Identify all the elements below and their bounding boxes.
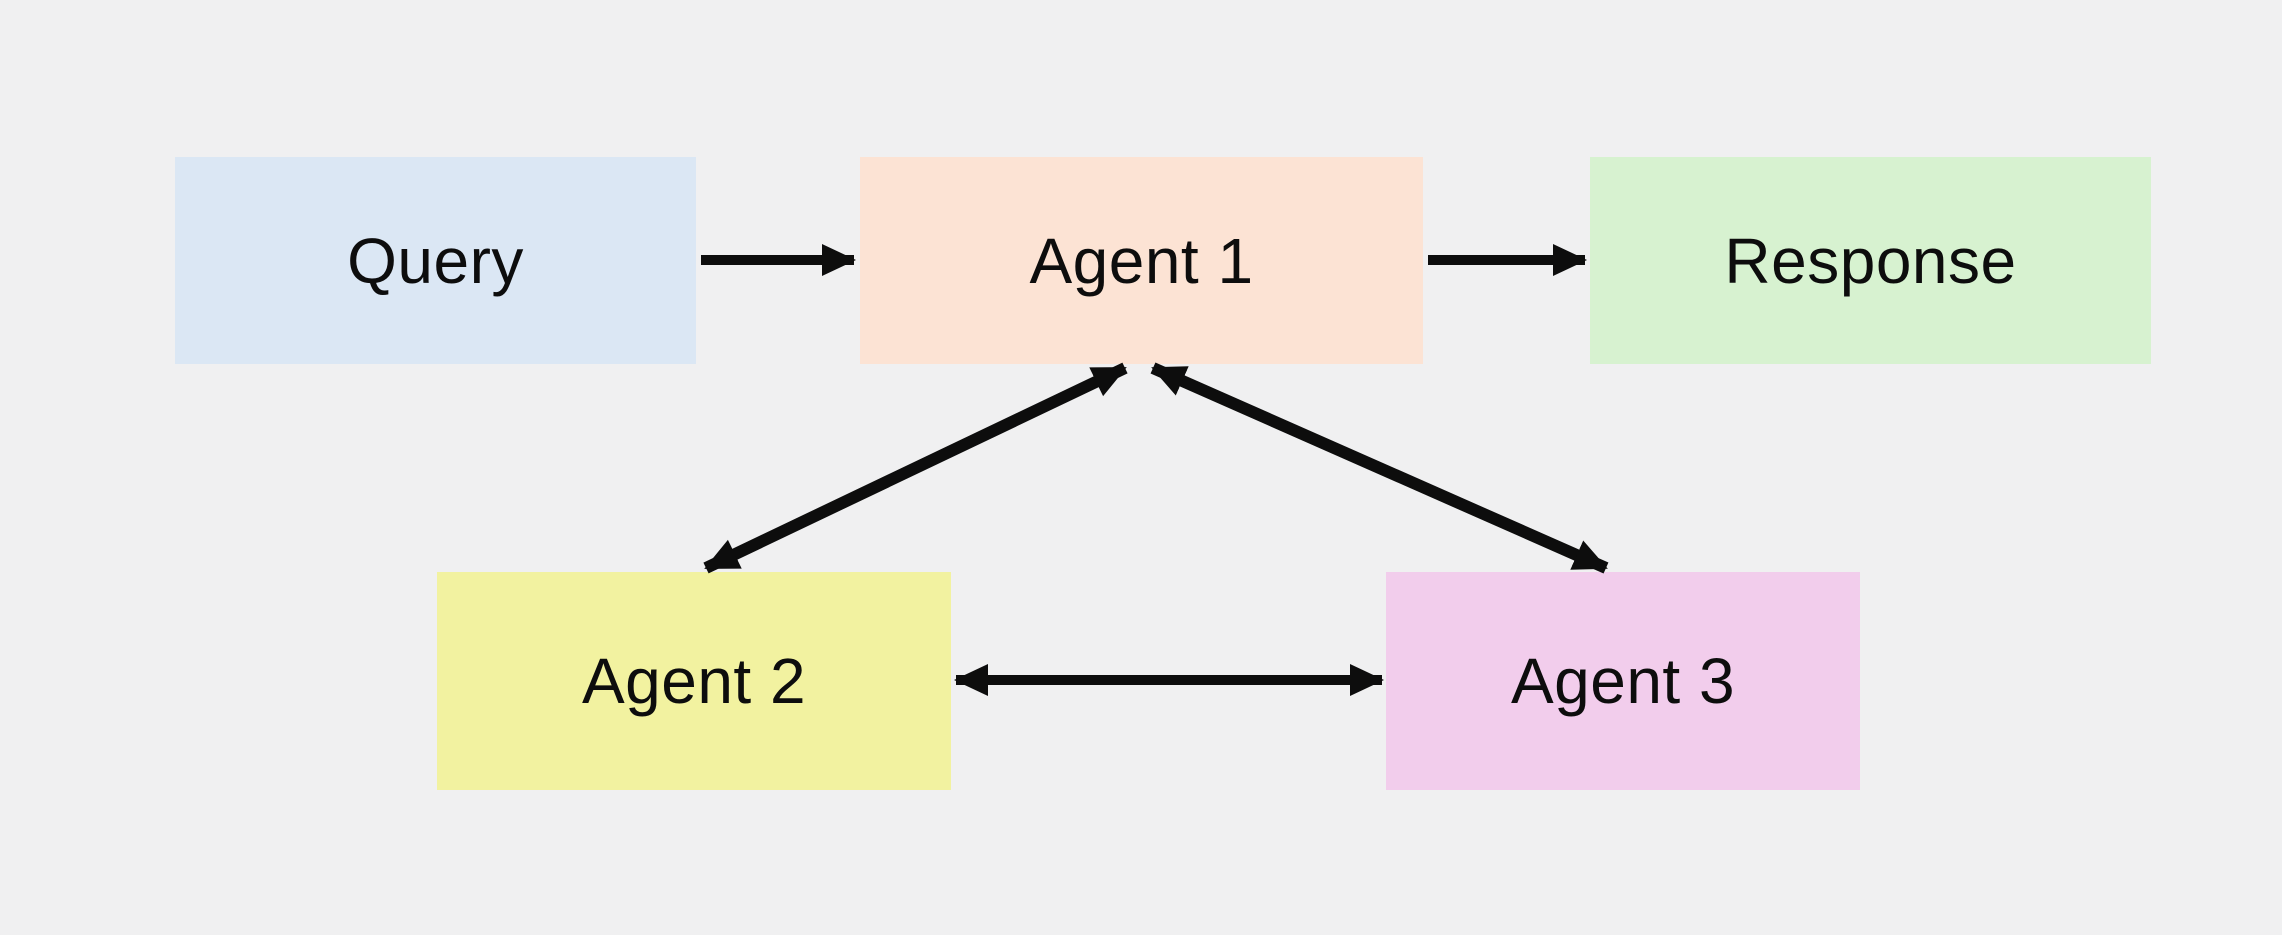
edge-agent1-agent3 (1150, 362, 1609, 574)
node-query: Query (175, 157, 696, 364)
node-agent2-label: Agent 2 (581, 645, 807, 717)
node-agent3-label: Agent 3 (1510, 645, 1736, 717)
edge-agent1-agent2 (703, 362, 1128, 574)
node-response: Response (1590, 157, 2151, 364)
node-response-label: Response (1724, 224, 2017, 297)
node-agent1: Agent 1 (860, 157, 1423, 364)
node-agent1-label: Agent 1 (1029, 224, 1254, 297)
node-agent2: Agent 2 (437, 572, 951, 790)
node-query-label: Query (347, 224, 524, 297)
node-agent3: Agent 3 (1386, 572, 1860, 790)
